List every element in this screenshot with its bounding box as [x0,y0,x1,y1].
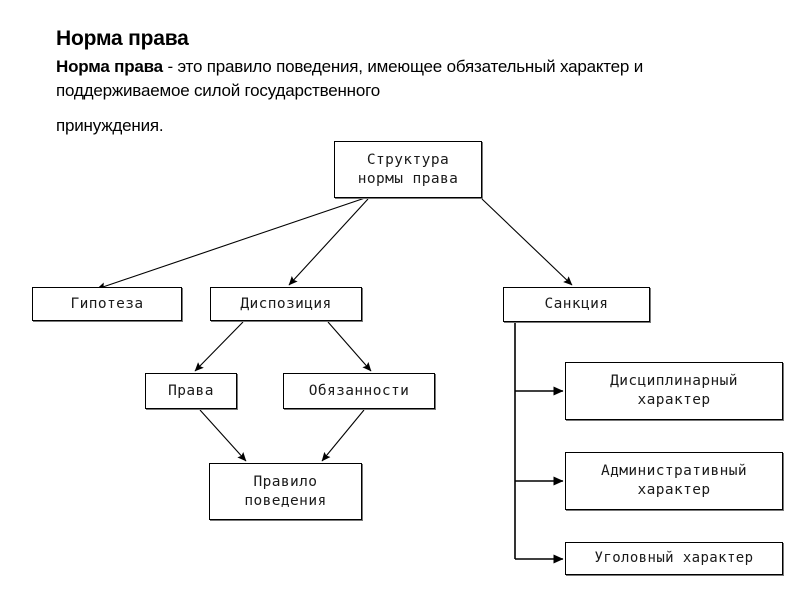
node-label: Гипотеза [70,295,144,312]
node-label: Правило поведения [244,473,327,509]
node-hypothesis[interactable]: Гипотеза [32,287,182,321]
definition-lead: Норма права [56,57,163,76]
node-label: Уголовный характер [594,550,754,566]
node-disposition[interactable]: Диспозиция [210,287,362,321]
edge-rights-to-rule [199,409,247,462]
edge-duties-to-rule [321,409,365,462]
node-label: Административный характер [600,463,748,498]
node-structure-of-legal-norm[interactable]: Структура нормы права [334,141,482,198]
node-label: Санкция [544,296,609,312]
definition-rest: - это правило поведения, имеющее обязате… [56,57,643,100]
edge-root-to-disposition [288,198,369,286]
node-rights[interactable]: Права [145,373,237,409]
node-label: Обязанности [308,382,410,399]
page-title: Норма права [56,27,189,50]
node-label: Структура нормы права [357,151,459,187]
node-label: Права [168,382,214,399]
edge-disposition-to-duties [327,321,372,372]
node-label: Диспозиция [240,295,332,312]
definition-paragraph: Норма права - это правило поведения, име… [56,55,676,103]
edge-disposition-to-rights [194,321,244,372]
node-duties[interactable]: Обязанности [283,373,435,409]
node-disciplinary-character[interactable]: Дисциплинарный характер [565,362,783,420]
node-label: Дисциплинарный характер [610,373,738,408]
node-sanction[interactable]: Санкция [503,287,650,322]
definition-tail: принуждения. [56,116,164,135]
header-text-block: Норма права Норма права - это правило по… [56,26,756,103]
node-administrative-character[interactable]: Административный характер [565,452,783,510]
node-criminal-character[interactable]: Уголовный характер [565,542,783,575]
edge-root-to-sanction [481,198,573,286]
node-rule-of-conduct[interactable]: Правило поведения [209,463,362,520]
edge-root-to-hypothesis [96,197,366,291]
